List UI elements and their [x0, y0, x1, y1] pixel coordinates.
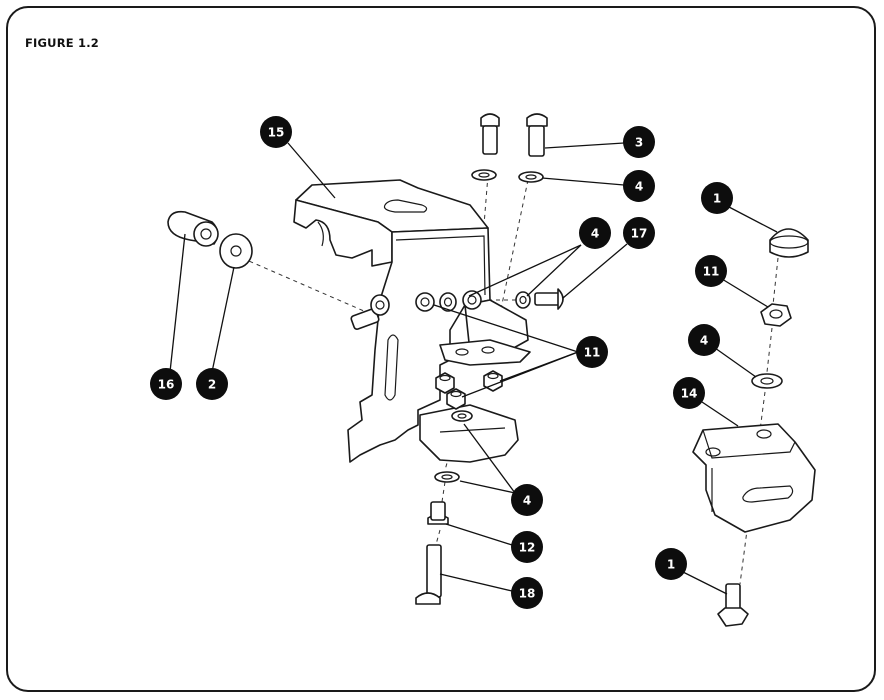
washer-part-4-bottom — [434, 471, 460, 483]
svg-text:14: 14 — [681, 387, 698, 401]
callout-18: 18 — [511, 577, 543, 609]
bolt-part-3-right — [526, 113, 548, 157]
hex-bolt-part-1 — [717, 583, 749, 627]
svg-text:4: 4 — [635, 180, 643, 194]
svg-text:4: 4 — [523, 494, 531, 508]
svg-text:4: 4 — [591, 227, 599, 241]
knob-part-16 — [167, 210, 219, 247]
svg-text:1: 1 — [713, 192, 721, 206]
bolt-part-18 — [415, 544, 442, 605]
svg-text:2: 2 — [208, 378, 216, 392]
svg-text:16: 16 — [158, 378, 175, 392]
washer-part-2 — [219, 233, 253, 269]
svg-text:17: 17 — [631, 227, 648, 241]
bracket-part-14 — [692, 423, 816, 533]
svg-text:3: 3 — [635, 136, 643, 150]
callout-leader-lines — [169, 142, 778, 595]
callout-15: 15 — [260, 116, 292, 148]
svg-text:1: 1 — [667, 558, 675, 572]
bracket-part-15 — [293, 179, 531, 463]
figure-title: FIGURE 1.2 — [25, 36, 99, 50]
callout-4-right: 4 — [688, 324, 720, 356]
svg-text:11: 11 — [584, 346, 601, 360]
svg-text:12: 12 — [519, 541, 536, 555]
callout-1-top: 1 — [701, 182, 733, 214]
bracket-hardware — [415, 290, 503, 422]
washer-part-4-right — [751, 373, 783, 389]
callout-12: 12 — [511, 531, 543, 563]
svg-text:4: 4 — [700, 334, 708, 348]
callout-16: 16 — [150, 368, 182, 400]
hex-nut-part-11 — [760, 303, 792, 327]
bolt-part-3-left — [480, 113, 500, 155]
callout-17: 17 — [623, 217, 655, 249]
callout-11-left: 11 — [576, 336, 608, 368]
svg-text:18: 18 — [519, 587, 536, 601]
svg-text:15: 15 — [268, 126, 285, 140]
assembly-axis-lines — [241, 174, 779, 585]
svg-text:11: 11 — [703, 265, 720, 279]
callout-4-lower: 4 — [511, 484, 543, 516]
washer-part-4-top — [471, 169, 544, 183]
cap-nut-part-1 — [769, 228, 809, 258]
bolt-part-17 — [515, 288, 564, 310]
callout-1-bottom: 1 — [655, 548, 687, 580]
callout-4-mid: 4 — [579, 217, 611, 249]
callout-2: 2 — [196, 368, 228, 400]
bolt-part-12 — [427, 501, 449, 525]
callout-4-top: 4 — [623, 170, 655, 202]
callout-11-right: 11 — [695, 255, 727, 287]
callout-3: 3 — [623, 126, 655, 158]
callout-14: 14 — [673, 377, 705, 409]
